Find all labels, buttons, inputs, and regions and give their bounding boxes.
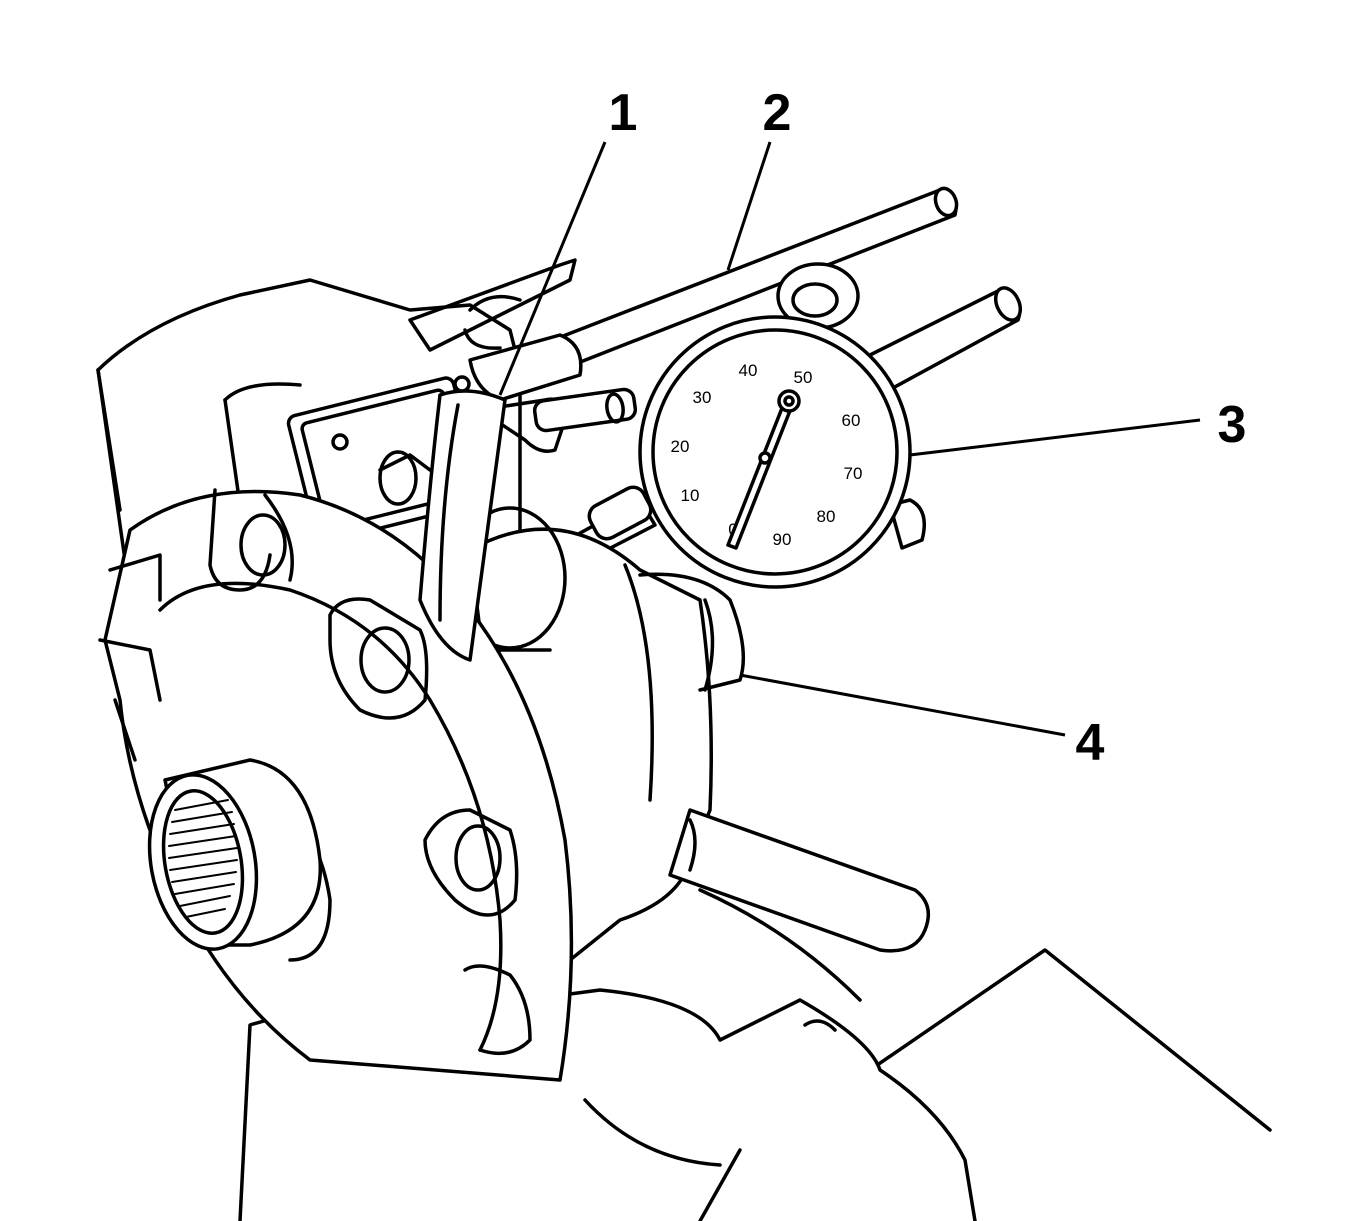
callout-4: 4 <box>1076 714 1105 772</box>
indicator-rod <box>468 186 959 453</box>
leader-1 <box>498 141 607 396</box>
leader-4 <box>739 673 1066 737</box>
tick-30: 30 <box>693 388 712 407</box>
tick-70: 70 <box>844 464 863 483</box>
tick-50: 50 <box>794 368 813 387</box>
callout-2: 2 <box>763 84 792 142</box>
callout-1: 1 <box>609 84 638 142</box>
dial-face <box>651 328 899 576</box>
shim-plate <box>378 389 507 662</box>
tick-80: 80 <box>817 507 836 526</box>
tick-60: 60 <box>842 411 861 430</box>
dial-indicator: 0 10 20 30 40 50 60 70 80 90 <box>638 262 926 589</box>
callout-labels: 1 2 3 4 <box>609 84 1247 772</box>
leader-lines <box>498 141 1201 737</box>
leader-3 <box>909 418 1201 457</box>
spline-teeth <box>168 799 238 918</box>
axle-hub <box>147 758 323 951</box>
side-rod <box>858 286 1023 397</box>
tick-90: 90 <box>773 530 792 549</box>
dial-tick-labels: 0 10 20 30 40 50 60 70 80 90 <box>671 361 863 549</box>
tick-40: 40 <box>739 361 758 380</box>
needle-pivot <box>777 389 801 413</box>
tick-20: 20 <box>671 437 690 456</box>
tick-10: 10 <box>681 486 700 505</box>
callout-3: 3 <box>1218 396 1247 454</box>
leader-2 <box>726 141 772 271</box>
